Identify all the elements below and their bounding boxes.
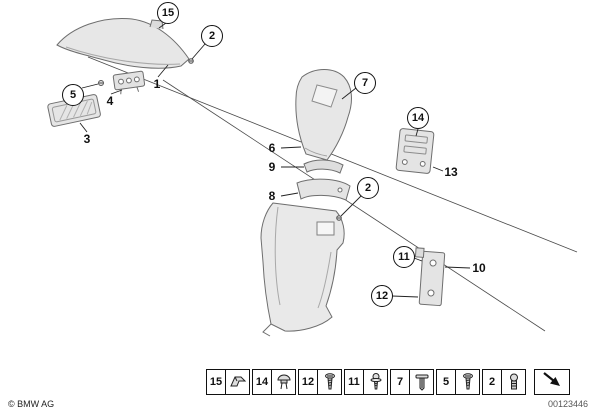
legend-item-14[interactable]: 14 (252, 369, 296, 395)
label-6[interactable]: 6 (268, 141, 276, 155)
fastener-legend: 15 14 12 11 7 (206, 369, 570, 395)
label-13[interactable]: 13 (444, 165, 458, 179)
document-number: 00123446 (547, 399, 588, 409)
legend-item-11[interactable]: 11 (344, 369, 388, 395)
grommet-icon (272, 370, 295, 394)
legend-number: 12 (299, 370, 318, 394)
callout-14[interactable]: 14 (407, 107, 429, 129)
plug-icon (502, 370, 525, 394)
label-10[interactable]: 10 (472, 261, 486, 275)
callout-5[interactable]: 5 (62, 84, 84, 106)
trim-bracket-part[interactable] (296, 178, 351, 201)
label-3[interactable]: 3 (83, 132, 91, 146)
legend-item-7[interactable]: 7 (390, 369, 434, 395)
legend-item-2[interactable]: 2 (482, 369, 526, 395)
b-pillar-upper-trim-part[interactable] (295, 69, 352, 161)
callout-11[interactable]: 11 (393, 246, 415, 268)
a-pillar-trim-part[interactable] (56, 18, 190, 69)
copyright-text: © BMW AG (8, 399, 55, 409)
callout-7[interactable]: 7 (354, 72, 376, 94)
screw-markers (98, 58, 342, 221)
legend-number: 15 (207, 370, 226, 394)
legend-number: 14 (253, 370, 272, 394)
legend-item-5[interactable]: 5 (436, 369, 480, 395)
screw-washer-icon (364, 370, 387, 394)
speaker-grille-part[interactable] (47, 94, 101, 127)
mounting-bracket-part[interactable] (112, 70, 146, 95)
clip-icon (226, 370, 249, 394)
label-4[interactable]: 4 (106, 94, 114, 108)
reference-lines (87, 56, 578, 332)
label-8[interactable]: 8 (268, 189, 276, 203)
legend-number: 2 (483, 370, 502, 394)
label-1[interactable]: 1 (153, 77, 161, 91)
callout-2-top[interactable]: 2 (201, 25, 223, 47)
legend-continuation-box[interactable] (534, 369, 570, 395)
expansion-rivet-icon (410, 370, 433, 394)
continuation-arrow-icon (540, 370, 564, 395)
legend-number: 11 (345, 370, 364, 394)
legend-item-15[interactable]: 15 (206, 369, 250, 395)
callout-2-mid[interactable]: 2 (357, 177, 379, 199)
trim-strip-part[interactable] (303, 159, 344, 174)
bracket-10-part[interactable] (412, 247, 446, 307)
callout-12[interactable]: 12 (371, 285, 393, 307)
legend-item-12[interactable]: 12 (298, 369, 342, 395)
leader-lines (79, 22, 471, 298)
b-pillar-lower-trim-part[interactable] (260, 202, 345, 337)
legend-number: 5 (437, 370, 456, 394)
label-9[interactable]: 9 (268, 160, 276, 174)
bracket-13-part[interactable] (395, 128, 435, 174)
callout-15[interactable]: 15 (157, 2, 179, 24)
screw-icon (456, 370, 479, 394)
screw-icon (318, 370, 341, 394)
legend-number: 7 (391, 370, 410, 394)
